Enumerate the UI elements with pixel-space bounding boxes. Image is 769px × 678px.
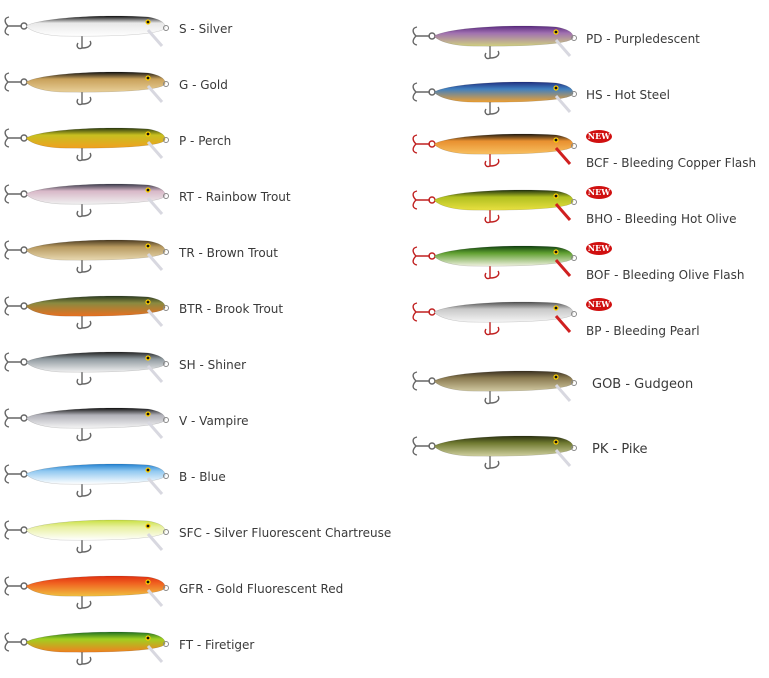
lure-image [408, 363, 578, 413]
lure-image [0, 288, 170, 338]
lure-image [408, 126, 578, 176]
lure-image [408, 18, 578, 68]
lure-label: BOF - Bleeding Olive Flash [586, 268, 745, 282]
lure-image [408, 294, 578, 344]
lure-image [408, 74, 578, 124]
lure-image [0, 8, 170, 58]
lure-label: V - Vampire [179, 414, 249, 428]
lure-image [0, 624, 170, 674]
lure-label: B - Blue [179, 470, 226, 484]
lure-label: PK - Pike [592, 442, 648, 457]
new-badge: NEW [586, 186, 612, 199]
lure-image [0, 512, 170, 562]
lure-label: SFC - Silver Fluorescent Chartreuse [179, 526, 392, 540]
lure-label: FT - Firetiger [179, 638, 255, 652]
lure-image [408, 238, 578, 288]
lure-image [0, 176, 170, 226]
new-badge: NEW [586, 130, 612, 143]
lure-label: HS - Hot Steel [586, 88, 670, 102]
lure-image [0, 400, 170, 450]
lure-label: S - Silver [179, 22, 233, 36]
lure-image [0, 120, 170, 170]
lure-label: G - Gold [179, 78, 228, 92]
lure-label: BTR - Brook Trout [179, 302, 284, 316]
new-badge: NEW [586, 298, 612, 311]
lure-label: BHO - Bleeding Hot Olive [586, 212, 737, 226]
lure-label: GOB - Gudgeon [592, 377, 694, 392]
lure-image [408, 428, 578, 478]
lure-image [408, 182, 578, 232]
lure-label: BCF - Bleeding Copper Flash [586, 156, 757, 170]
lure-label: BP - Bleeding Pearl [586, 324, 700, 338]
lure-image [0, 344, 170, 394]
lure-image [0, 64, 170, 114]
lure-label: RT - Rainbow Trout [179, 190, 291, 204]
lure-image [0, 568, 170, 618]
lure-image [0, 456, 170, 506]
lure-image [0, 232, 170, 282]
lure-label: TR - Brown Trout [179, 246, 278, 260]
new-badge: NEW [586, 242, 612, 255]
lure-label: SH - Shiner [179, 358, 247, 372]
lure-label: PD - Purpledescent [586, 32, 700, 46]
lure-label: P - Perch [179, 134, 232, 148]
lure-label: GFR - Gold Fluorescent Red [179, 582, 344, 596]
